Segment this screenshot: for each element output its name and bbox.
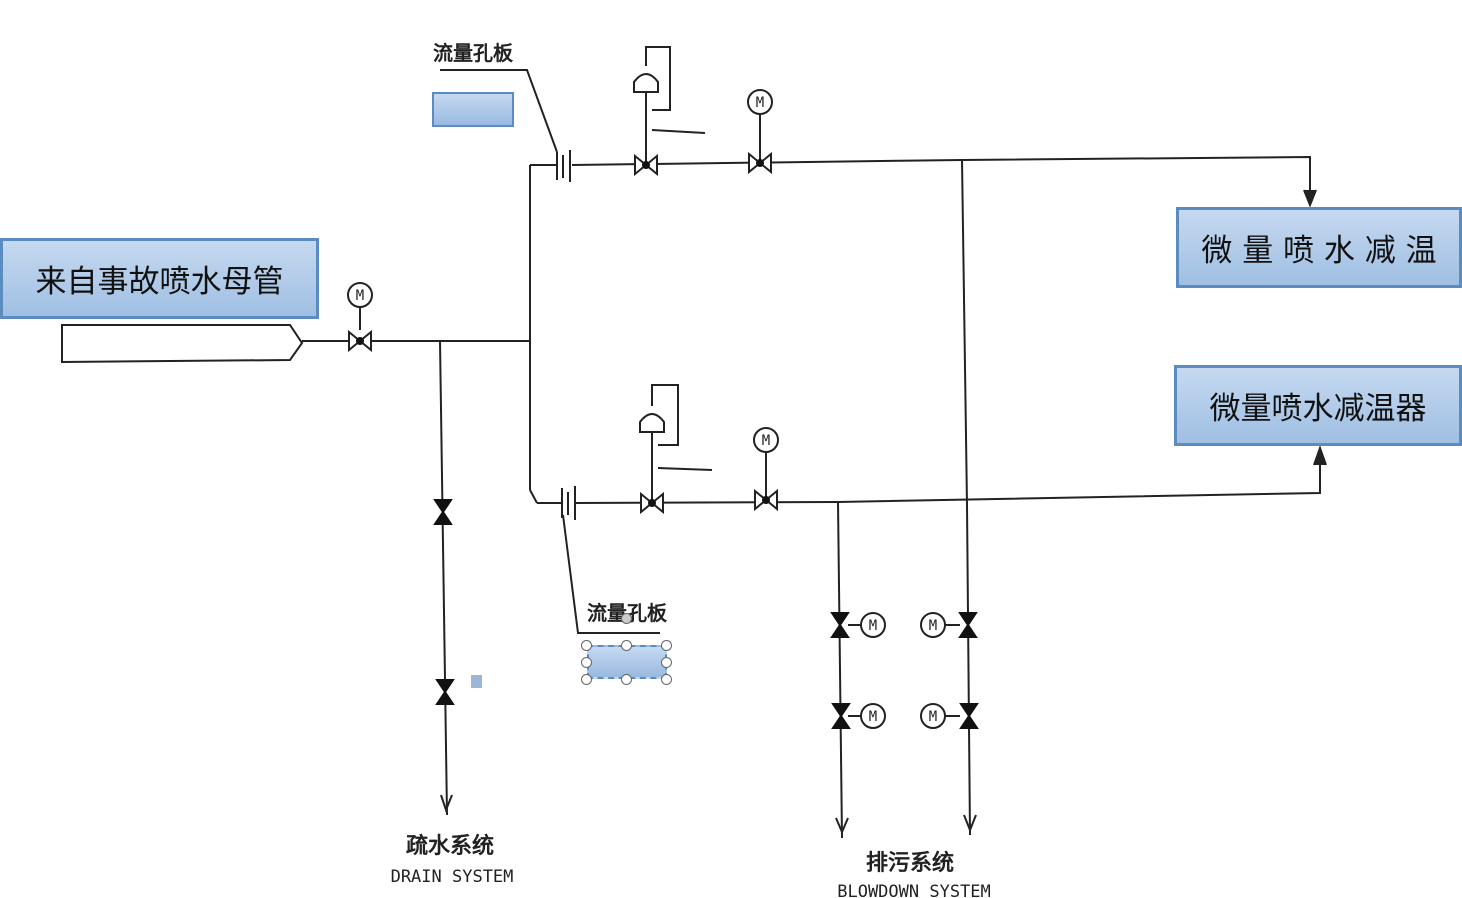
blowdown-system-en: BLOWDOWN SYSTEM xyxy=(837,882,991,898)
drain-system-cn: 疏水系统 xyxy=(406,833,494,859)
blowdown-valve xyxy=(832,703,850,729)
motor-label: M xyxy=(869,618,877,634)
blowdown-valve xyxy=(960,703,978,729)
inlet-motor-valve xyxy=(348,331,372,351)
motor-label: M xyxy=(756,95,764,111)
paste-options-icon[interactable] xyxy=(471,675,482,688)
blowdown-valve xyxy=(959,612,977,638)
resize-handle[interactable] xyxy=(581,674,592,685)
motor-label: M xyxy=(929,709,937,725)
empty-textbox-top[interactable] xyxy=(432,92,514,127)
drain-valve-2 xyxy=(436,679,454,705)
drain-system-en: DRAIN SYSTEM xyxy=(391,867,514,887)
resize-handle[interactable] xyxy=(581,657,592,668)
source-header-label: 来自事故喷水母管 xyxy=(35,264,284,300)
inlet-pipe-arrow xyxy=(61,324,304,364)
source-header-box[interactable]: 来自事故喷水母管 xyxy=(0,238,319,319)
blowdown-valve xyxy=(831,612,849,638)
motor-label: M xyxy=(929,618,937,634)
resize-handle[interactable] xyxy=(621,674,632,685)
target-box-2-label: 微量喷水减温器 xyxy=(1209,391,1427,427)
resize-handle[interactable] xyxy=(661,657,672,668)
target-box-1-label: 微 量 喷 水 减 温 xyxy=(1201,233,1437,269)
orifice-label-top: 流量孔板 xyxy=(433,41,514,65)
drain-valve-1 xyxy=(434,499,452,525)
resize-handle[interactable] xyxy=(621,640,632,651)
target-box-1[interactable]: 微 量 喷 水 减 温 xyxy=(1176,207,1462,288)
resize-handle[interactable] xyxy=(661,674,672,685)
target-box-2[interactable]: 微量喷水减温器 xyxy=(1174,365,1462,446)
motor-label: M xyxy=(356,288,364,304)
rotate-handle[interactable] xyxy=(621,613,632,624)
motor-label: M xyxy=(762,433,770,449)
blowdown-system-cn: 排污系统 xyxy=(866,850,954,876)
resize-handle[interactable] xyxy=(581,640,592,651)
resize-handle[interactable] xyxy=(661,640,672,651)
motor-label: M xyxy=(869,709,877,725)
